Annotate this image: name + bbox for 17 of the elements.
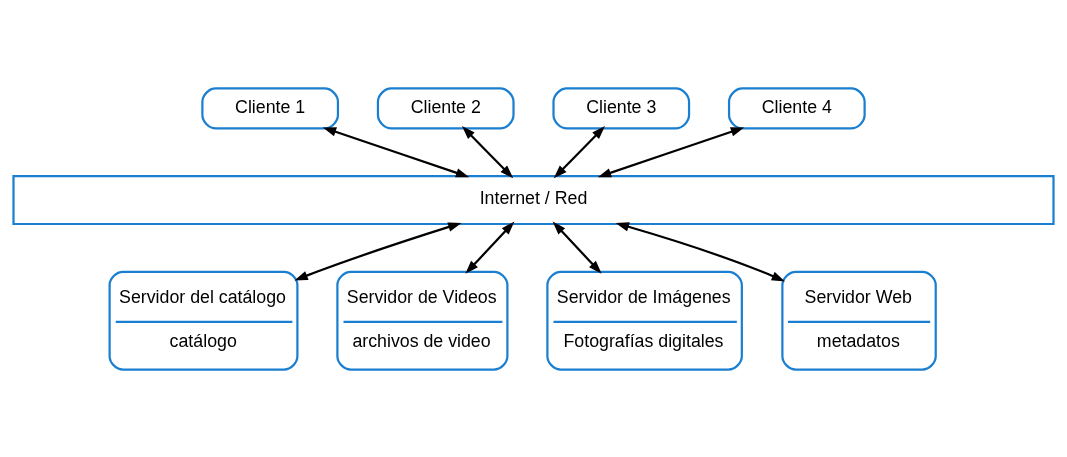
node-box: Servidor de Imágenes Fotografías digitales [546,270,743,371]
node-box: Servidor del catálogo catálogo [108,270,299,371]
arrow [294,222,462,280]
arrow [322,126,470,177]
node-box: Servidor Web metadatos [781,270,937,371]
node-box: Internet / Red [12,174,1055,225]
node-box: Cliente 1 [201,86,340,130]
arrow [552,221,602,274]
arrow [597,126,745,177]
node-box: Cliente 4 [727,86,866,130]
arrow [461,125,514,178]
arrow [465,221,515,274]
arrow [553,125,606,178]
arrow [615,221,786,281]
node-box: Servidor de Videos archivos de video [336,270,509,371]
node-box: Cliente 3 [552,86,691,130]
node-box: Cliente 2 [376,86,515,130]
